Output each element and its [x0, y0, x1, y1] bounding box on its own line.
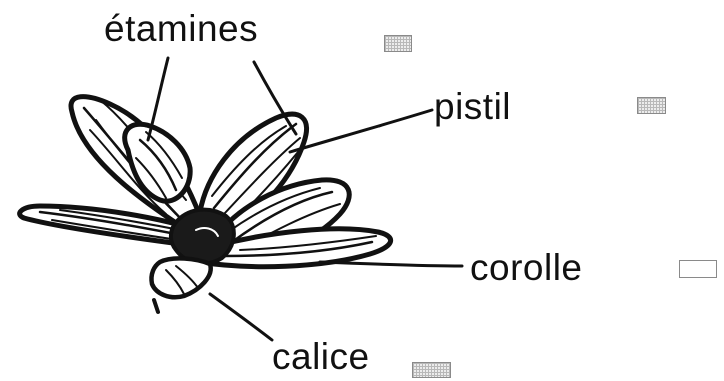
- label-pistil: pistil: [434, 88, 511, 125]
- label-etamines: étamines: [104, 10, 258, 47]
- leader-corolle: [320, 262, 462, 266]
- leader-calice: [210, 294, 272, 340]
- answer-box-corolle[interactable]: [679, 260, 717, 278]
- label-corolle: corolle: [470, 249, 583, 286]
- calice-shape: [151, 258, 210, 312]
- answer-box-etamines[interactable]: [384, 35, 412, 52]
- answer-box-pistil[interactable]: [637, 97, 666, 114]
- label-calice: calice: [272, 338, 370, 375]
- answer-box-calice[interactable]: [412, 362, 451, 378]
- flower-center: [171, 210, 234, 264]
- leader-pistil: [290, 110, 432, 152]
